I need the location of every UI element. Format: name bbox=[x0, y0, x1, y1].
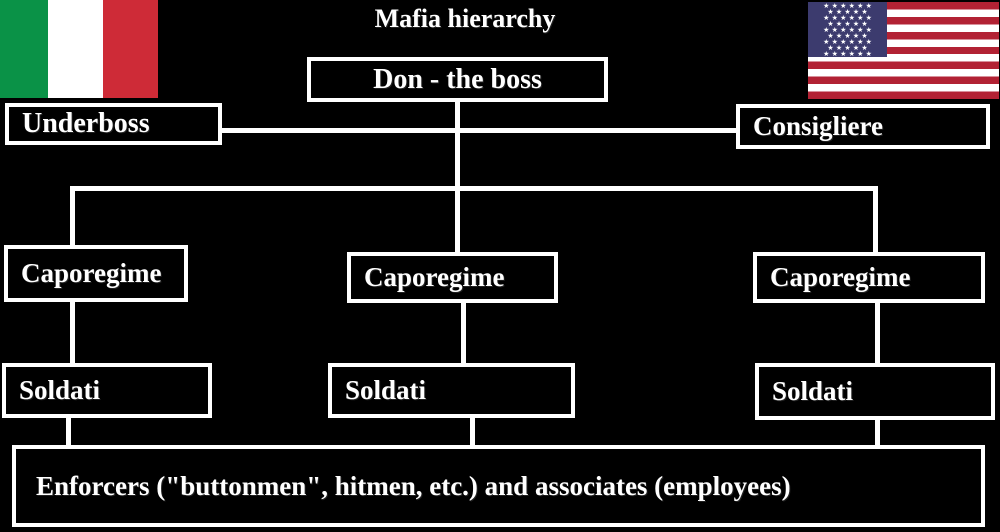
node-consigliere: Consigliere bbox=[736, 104, 990, 149]
connector-soldati3-enforcers bbox=[875, 420, 880, 445]
node-soldati-2-label: Soldati bbox=[345, 375, 427, 405]
node-caporegime-3-label: Caporegime bbox=[770, 262, 911, 292]
node-soldati-3: Soldati bbox=[755, 363, 995, 420]
us-flag-icon: ★ ★ ★ ★ ★ ★ ★ ★ ★ ★ ★ ★ ★ ★ ★ ★ ★ ★ ★ ★ … bbox=[808, 2, 999, 99]
us-flag-stars: ★ ★ ★ ★ ★ ★ bbox=[823, 38, 872, 46]
diagram-title: Mafia hierarchy bbox=[374, 4, 556, 33]
connector-soldati2-enforcers bbox=[470, 418, 475, 445]
connector-don-trunk bbox=[455, 100, 460, 252]
node-caporegime-3: Caporegime bbox=[753, 252, 985, 303]
connector-caporegime2-soldati2 bbox=[461, 303, 466, 363]
node-enforcers-label: Enforcers ("buttonmen", hitmen, etc.) an… bbox=[36, 470, 791, 501]
connector-drop-caporegime-3 bbox=[873, 186, 878, 252]
node-caporegime-1-label: Caporegime bbox=[21, 258, 162, 288]
us-flag-stars: ★ ★ ★ ★ ★ ★ bbox=[823, 14, 872, 22]
node-caporegime-2: Caporegime bbox=[347, 252, 558, 303]
us-flag-stars: ★ ★ ★ ★ ★ ★ bbox=[823, 26, 872, 34]
us-flag-stars: ★ ★ ★ ★ ★ ★ bbox=[823, 50, 872, 58]
connector-caporegime-branch bbox=[70, 186, 878, 191]
connector-drop-caporegime-1 bbox=[70, 186, 75, 245]
node-soldati-1: Soldati bbox=[2, 363, 212, 418]
connector-underboss-consigliere bbox=[222, 128, 736, 133]
node-soldati-2: Soldati bbox=[328, 363, 575, 418]
node-underboss-label: Underboss bbox=[22, 108, 150, 139]
node-soldati-3-label: Soldati bbox=[772, 376, 854, 406]
node-soldati-1-label: Soldati bbox=[19, 375, 101, 405]
connector-caporegime3-soldati3 bbox=[875, 303, 880, 363]
node-underboss: Underboss bbox=[5, 103, 222, 145]
us-flag-stars: ★ ★ ★ ★ ★ bbox=[827, 44, 868, 52]
italy-flag-icon bbox=[0, 0, 158, 98]
node-consigliere-label: Consigliere bbox=[753, 111, 883, 141]
us-flag-canton: ★ ★ ★ ★ ★ ★ ★ ★ ★ ★ ★ ★ ★ ★ ★ ★ ★ ★ ★ ★ … bbox=[808, 2, 887, 57]
us-flag-stars: ★ ★ ★ ★ ★ bbox=[827, 20, 868, 28]
italy-flag-green-bar bbox=[0, 0, 48, 98]
us-flag-stars: ★ ★ ★ ★ ★ bbox=[827, 8, 868, 16]
node-caporegime-1: Caporegime bbox=[4, 245, 188, 302]
us-flag-stars: ★ ★ ★ ★ ★ bbox=[827, 32, 868, 40]
italy-flag-red-bar bbox=[103, 0, 158, 98]
node-don-label: Don - the boss bbox=[373, 63, 542, 95]
italy-flag-white-bar bbox=[48, 0, 103, 98]
us-flag-stars: ★ ★ ★ ★ ★ ★ bbox=[823, 2, 872, 10]
connector-soldati1-enforcers bbox=[66, 418, 71, 445]
node-enforcers: Enforcers ("buttonmen", hitmen, etc.) an… bbox=[12, 445, 985, 527]
connector-caporegime1-soldati1 bbox=[70, 302, 75, 363]
node-caporegime-2-label: Caporegime bbox=[364, 262, 505, 292]
node-don: Don - the boss bbox=[307, 57, 608, 102]
